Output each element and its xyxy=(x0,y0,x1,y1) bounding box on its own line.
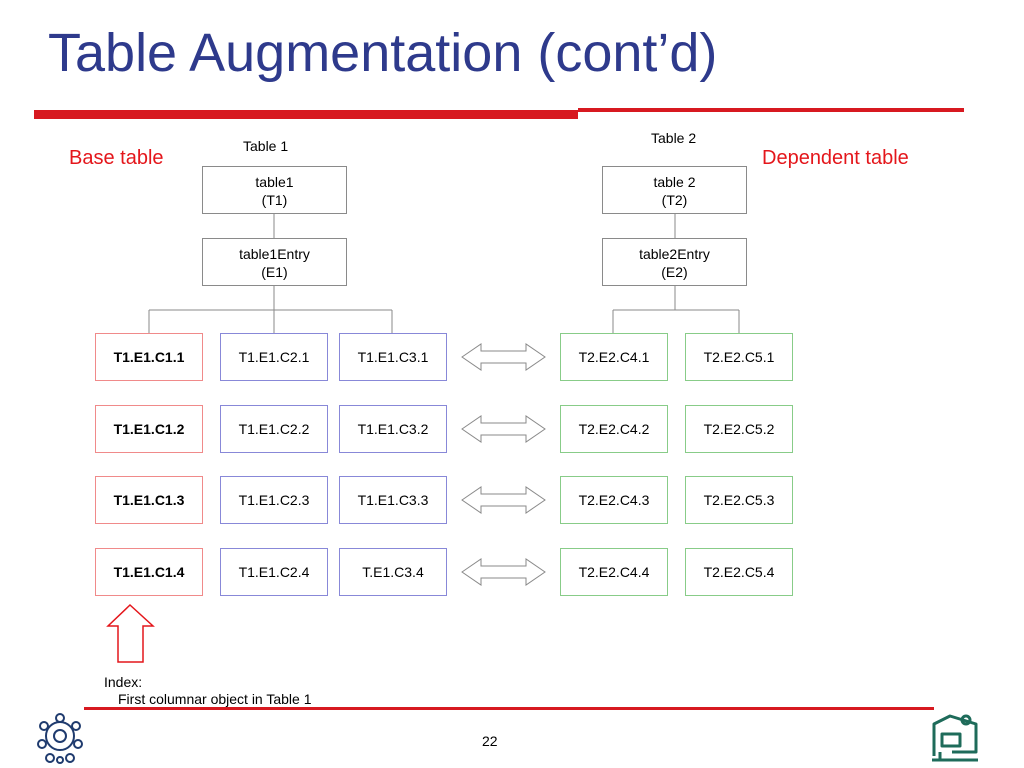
table2-caption: Table 2 xyxy=(651,130,697,146)
index-note-heading: Index: xyxy=(104,674,143,690)
dependent-table-label: Dependent table xyxy=(762,147,909,169)
index-cell: T1.E1.C1.4 xyxy=(95,548,203,596)
double-arrow-icon xyxy=(461,343,546,371)
table1-cell: T1.E1.C3.1 xyxy=(339,333,447,381)
double-arrow-icon xyxy=(461,558,546,586)
table2-cell: T2.E2.C5.3 xyxy=(685,476,793,524)
title-underline xyxy=(34,110,578,119)
table2-cell: T2.E2.C5.2 xyxy=(685,405,793,453)
up-arrow-icon xyxy=(106,603,155,663)
table2-cell: T2.E2.C5.1 xyxy=(685,333,793,381)
index-note: Index: First columnar object in Table 1 xyxy=(104,674,312,708)
table1-cell: T1.E1.C3.2 xyxy=(339,405,447,453)
base-table-label: Base table xyxy=(69,147,164,169)
table1-entry-node: table1Entry (E1) xyxy=(202,238,347,286)
table1-node-name: table1 xyxy=(255,174,294,190)
table1-entry-code: (E1) xyxy=(261,264,288,280)
table2-cell: T2.E2.C4.1 xyxy=(560,333,668,381)
table2-node-code: (T2) xyxy=(661,192,688,208)
table2-cell: T2.E2.C4.2 xyxy=(560,405,668,453)
table2-cell: T2.E2.C4.3 xyxy=(560,476,668,524)
double-arrow-icon xyxy=(461,486,546,514)
index-cell: T1.E1.C1.2 xyxy=(95,405,203,453)
table2-node: table 2 (T2) xyxy=(602,166,747,214)
double-arrow-icon xyxy=(461,415,546,443)
table1-cell: T1.E1.C2.1 xyxy=(220,333,328,381)
footer-rule xyxy=(84,707,934,710)
page-number: 22 xyxy=(482,733,498,749)
index-cell: T1.E1.C1.1 xyxy=(95,333,203,381)
table1-entry-name: table1Entry xyxy=(239,246,310,262)
table2-cell: T2.E2.C5.4 xyxy=(685,548,793,596)
table2-node-name: table 2 xyxy=(653,174,696,190)
table1-cell: T.E1.C3.4 xyxy=(339,548,447,596)
table2-entry-node: table2Entry (E2) xyxy=(602,238,747,286)
index-note-text: First columnar object in Table 1 xyxy=(118,691,312,707)
index-cell: T1.E1.C1.3 xyxy=(95,476,203,524)
table2-cell: T2.E2.C4.4 xyxy=(560,548,668,596)
title-underline-thin xyxy=(578,108,964,112)
computer-user-logo xyxy=(932,714,978,762)
slide-title: Table Augmentation (cont’d) xyxy=(48,23,718,83)
table2-entry-name: table2Entry xyxy=(639,246,710,262)
table1-cell: T1.E1.C2.3 xyxy=(220,476,328,524)
table1-cell: T1.E1.C2.4 xyxy=(220,548,328,596)
table2-entry-code: (E2) xyxy=(661,264,688,280)
university-emblem-logo xyxy=(37,713,83,764)
table1-node-code: (T1) xyxy=(261,192,288,208)
table1-node: table1 (T1) xyxy=(202,166,347,214)
table1-cell: T1.E1.C3.3 xyxy=(339,476,447,524)
table1-caption: Table 1 xyxy=(243,138,289,154)
table1-cell: T1.E1.C2.2 xyxy=(220,405,328,453)
